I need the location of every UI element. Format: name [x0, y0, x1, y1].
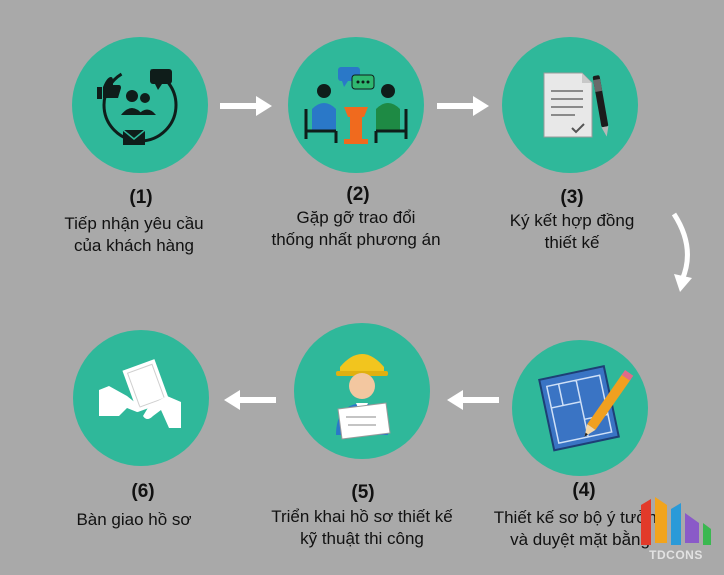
- step-2-label-line-2: thống nhất phương án: [271, 230, 441, 249]
- step-2-label: Gặp gỡ trao đổi thống nhất phương án: [236, 207, 476, 251]
- meeting-icon: [304, 67, 408, 144]
- step-2-label-line-1: Gặp gỡ trao đổi: [296, 208, 416, 227]
- step-1-number: (1): [129, 187, 153, 208]
- step-4-number: (4): [572, 480, 596, 501]
- customer-contact-icon: [97, 67, 178, 145]
- tdcons-logo: [641, 497, 711, 545]
- contract-signing-icon: [543, 72, 609, 138]
- step-3-label-line-2: thiết kế: [544, 233, 600, 252]
- logo-text: TDCONS: [649, 548, 703, 562]
- arrow-curved-down-icon: [671, 212, 692, 292]
- step-5-label-line-1: Triển khai hồ sơ thiết kế: [271, 507, 453, 526]
- step-3-circle: [502, 37, 638, 173]
- step-6-label: Bàn giao hồ sơ: [14, 509, 254, 531]
- arrow-left-icon: [224, 390, 276, 410]
- arrow-right-icon: [220, 96, 272, 116]
- step-5-number: (5): [351, 482, 375, 503]
- blueprint-pencil-icon: [538, 364, 634, 452]
- step-3-label: Ký kết hợp đồng thiết kế: [452, 210, 692, 254]
- step-3-label-line-1: Ký kết hợp đồng: [509, 211, 635, 230]
- step-1-circle: [72, 37, 208, 173]
- document-handover-icon: [99, 359, 181, 428]
- step-5-circle: [294, 323, 430, 459]
- step-4-label-line-1: Thiết kế sơ bộ ý tưởng: [493, 508, 667, 527]
- step-6-number: (6): [131, 481, 155, 502]
- step-4-label-line-2: và duyệt mặt bằng: [510, 530, 650, 549]
- step-1-label: Tiếp nhận yêu cầu của khách hàng: [14, 213, 254, 257]
- arrow-left-icon: [447, 390, 499, 410]
- step-2-number: (2): [346, 184, 370, 205]
- step-2-circle: [288, 37, 424, 173]
- engineer-drawing-icon: [336, 354, 391, 440]
- step-4-label: Thiết kế sơ bộ ý tưởng và duyệt mặt bằng: [460, 507, 700, 551]
- step-5-label: Triển khai hồ sơ thiết kế kỹ thuật thi c…: [242, 506, 482, 550]
- step-3-number: (3): [560, 187, 584, 208]
- step-1-label-line-2: của khách hàng: [73, 236, 195, 255]
- step-6-circle: [73, 330, 209, 466]
- step-6-label-line-1: Bàn giao hồ sơ: [76, 510, 192, 529]
- arrow-right-icon: [437, 96, 489, 116]
- step-4-circle: [512, 340, 648, 476]
- step-5-label-line-2: kỹ thuật thi công: [300, 529, 424, 548]
- step-1-label-line-1: Tiếp nhận yêu cầu: [64, 214, 204, 233]
